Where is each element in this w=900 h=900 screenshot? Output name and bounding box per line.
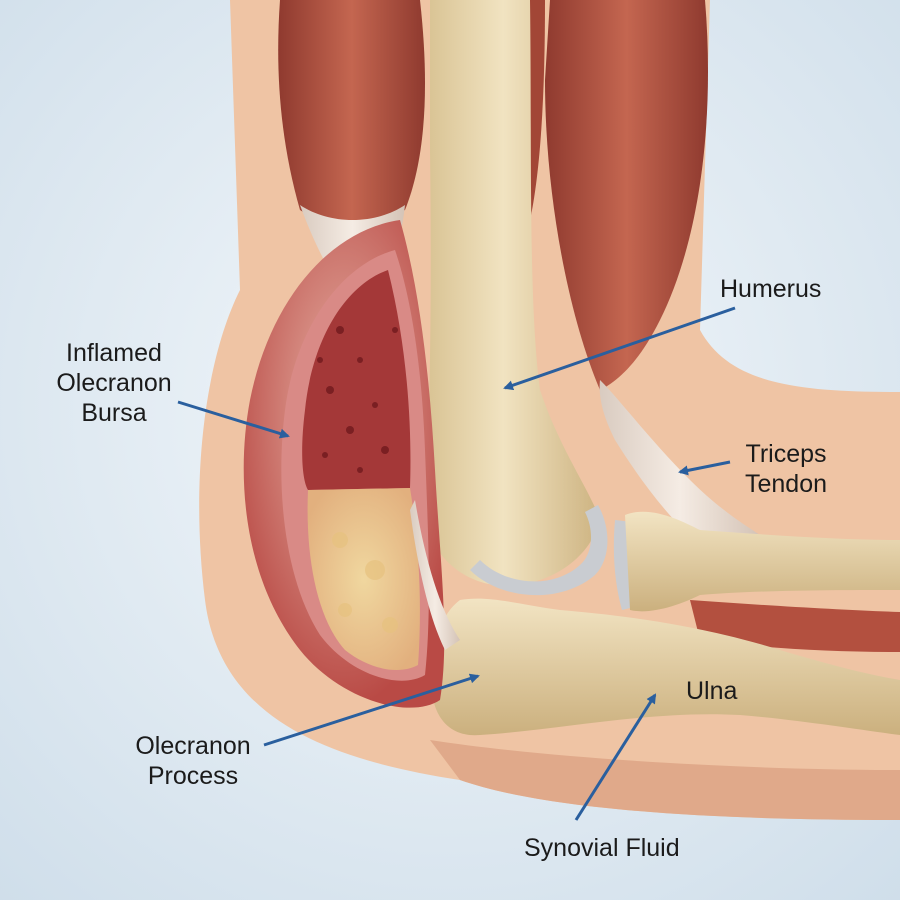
ulna-label: Ulna: [686, 676, 737, 706]
ulna-label-text: Ulna: [686, 677, 738, 705]
ulna-bone: [431, 598, 900, 736]
forearm-skin-lower: [430, 740, 900, 820]
inflamed-bursa-line-2: Olecranon: [56, 369, 172, 397]
triceps-tendon-line-1: Triceps: [745, 440, 827, 468]
humerus-arrow: [503, 306, 736, 391]
fluid-bubbles: [332, 532, 398, 633]
inflammation-spots: [317, 326, 398, 473]
triceps-tendon-line-2: Tendon: [744, 470, 828, 498]
humerus-cartilage: [470, 505, 608, 596]
triceps-tendon-label: Triceps Tendon: [735, 439, 837, 499]
inflamed-bursa-line-1: Inflamed: [66, 339, 162, 367]
radius-bone: [625, 511, 900, 612]
inflamed-bursa-line-3: Bursa: [81, 399, 147, 427]
humerus-label-text: Humerus: [720, 275, 822, 303]
humerus-label: Humerus: [720, 274, 821, 304]
olecranon-process-line-2: Process: [147, 762, 239, 790]
synovial-fluid-label: Synovial Fluid: [524, 833, 680, 863]
synovial-fluid-label-text: Synovial Fluid: [524, 834, 680, 862]
triceps-muscle: [278, 0, 425, 225]
bursa-inflamed-lining: [302, 270, 411, 490]
humerus-bone: [424, 0, 600, 586]
synovial-fluid-arrow: [574, 693, 657, 821]
forearm-muscle: [690, 600, 900, 652]
olecranon-process-label: Olecranon Process: [120, 731, 266, 791]
leader-lines: [177, 306, 736, 821]
triceps-tendon-arrow: [678, 460, 731, 476]
bursa-arrow: [177, 400, 290, 439]
biceps-muscle: [545, 0, 708, 390]
olecranon-tendon: [410, 500, 460, 650]
olecranon-process-arrow: [263, 673, 480, 747]
triceps-tendon-shape: [599, 380, 760, 545]
inflamed-bursa-label: Inflamed Olecranon Bursa: [52, 338, 176, 428]
olecranon-process-line-1: Olecranon: [135, 732, 251, 760]
